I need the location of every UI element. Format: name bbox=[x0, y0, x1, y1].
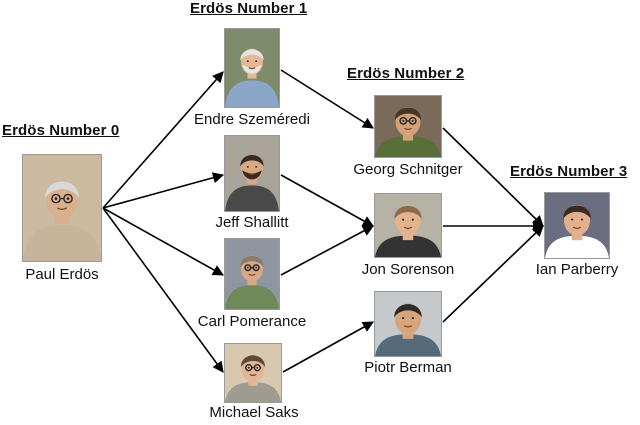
portrait-schnitger bbox=[375, 96, 441, 157]
name-endre-szemeredi: Endre Szeméredi bbox=[194, 111, 310, 128]
name-paul-erdos: Paul Erdös bbox=[25, 266, 99, 283]
portrait-pomerance bbox=[225, 239, 279, 309]
header-erdos-number-1: Erdös Number 1 bbox=[190, 0, 308, 17]
portrait-saks bbox=[225, 344, 281, 402]
portrait-erdos bbox=[23, 155, 101, 261]
portrait-berman bbox=[375, 292, 441, 356]
edge-szemeredi-to-schnitger bbox=[280, 69, 374, 129]
photo-carl-pomerance bbox=[224, 238, 280, 310]
photo-georg-schnitger bbox=[374, 95, 442, 158]
edge-erdos-to-pomerance bbox=[102, 207, 224, 276]
edge-erdos-to-szemeredi bbox=[102, 71, 224, 209]
name-carl-pomerance: Carl Pomerance bbox=[197, 313, 307, 330]
header-erdos-number-0: Erdös Number 0 bbox=[2, 122, 120, 139]
photo-michael-saks bbox=[224, 343, 282, 403]
header-erdos-number-3: Erdös Number 3 bbox=[510, 163, 628, 180]
portrait-sorenson bbox=[375, 194, 441, 257]
name-piotr-berman: Piotr Berman bbox=[364, 359, 452, 376]
photo-jon-sorenson bbox=[374, 193, 442, 258]
edge-saks-to-berman bbox=[282, 321, 374, 373]
photo-endre-szemeredi bbox=[224, 28, 280, 108]
name-michael-saks: Michael Saks bbox=[209, 404, 299, 421]
name-georg-schnitger: Georg Schnitger bbox=[353, 161, 463, 178]
name-ian-parberry: Ian Parberry bbox=[535, 261, 619, 278]
edge-erdos-to-saks bbox=[102, 207, 224, 373]
photo-piotr-berman bbox=[374, 291, 442, 357]
edge-berman-to-parberry bbox=[442, 225, 544, 323]
header-erdos-number-2: Erdös Number 2 bbox=[347, 65, 465, 82]
edge-pomerance-to-sorenson bbox=[280, 225, 374, 276]
portrait-parberry bbox=[545, 193, 609, 258]
name-jeff-shallitt: Jeff Shallitt bbox=[215, 214, 289, 231]
edge-schnitger-to-parberry bbox=[442, 127, 544, 227]
photo-ian-parberry bbox=[544, 192, 610, 259]
edge-shallitt-to-sorenson bbox=[280, 174, 374, 227]
portrait-szemeredi bbox=[225, 29, 279, 107]
edge-erdos-to-shallitt bbox=[102, 172, 225, 209]
photo-paul-erdos bbox=[22, 154, 102, 262]
name-jon-sorenson: Jon Sorenson bbox=[361, 261, 455, 278]
portrait-shallitt bbox=[225, 136, 279, 211]
photo-jeff-shallitt bbox=[224, 135, 280, 212]
